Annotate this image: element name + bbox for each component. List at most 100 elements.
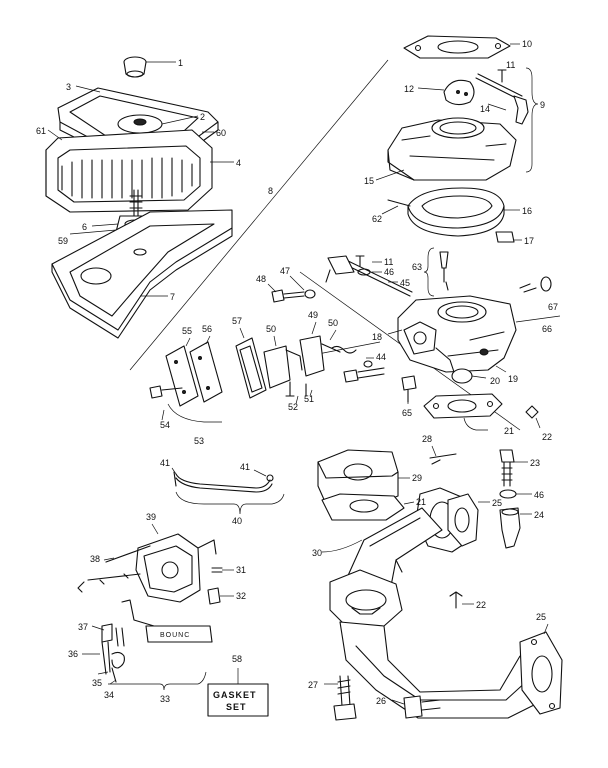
callout-58: 58 bbox=[232, 654, 242, 664]
callout-6: 6 bbox=[82, 222, 87, 232]
callout-37: 37 bbox=[78, 622, 88, 632]
mixture-screw-part bbox=[343, 357, 385, 383]
plug-part bbox=[391, 695, 441, 719]
callout-21-top: 21 bbox=[504, 426, 514, 436]
callout-25-lower: 25 bbox=[536, 612, 546, 622]
callout-66: 66 bbox=[542, 324, 552, 334]
carburetor-top-assembly bbox=[375, 35, 539, 181]
callout-35: 35 bbox=[92, 678, 102, 688]
callout-67: 67 bbox=[548, 302, 558, 312]
callout-44: 44 bbox=[376, 352, 386, 362]
callout-38: 38 bbox=[90, 554, 100, 564]
callout-61: 61 bbox=[36, 126, 46, 136]
gasket-set-sublabel: SET bbox=[226, 702, 247, 712]
callout-1: 1 bbox=[178, 58, 183, 68]
callout-46-right: 46 bbox=[534, 490, 544, 500]
lower-bolt-part bbox=[324, 675, 357, 721]
callout-22-top: 22 bbox=[542, 432, 552, 442]
callout-9: 9 bbox=[540, 100, 545, 110]
callout-14: 14 bbox=[480, 104, 490, 114]
callout-46-mid: 46 bbox=[384, 267, 394, 277]
callout-16: 16 bbox=[522, 206, 532, 216]
gasket-set-label: GASKET bbox=[213, 690, 257, 700]
callout-33: 33 bbox=[160, 694, 170, 704]
callout-12: 12 bbox=[404, 84, 414, 94]
top-gasket-part bbox=[403, 35, 511, 59]
choke-shaft-part bbox=[475, 73, 529, 125]
governor-rod-part bbox=[171, 467, 285, 515]
callout-22-low: 22 bbox=[476, 600, 486, 610]
governor-plates-group bbox=[149, 321, 381, 423]
air-cleaner-base-part bbox=[51, 209, 233, 339]
spring-clip-part bbox=[515, 276, 561, 323]
callout-41-left: 41 bbox=[160, 458, 170, 468]
callout-29: 29 bbox=[412, 473, 422, 483]
callout-3: 3 bbox=[66, 82, 71, 92]
callout-28: 28 bbox=[422, 434, 432, 444]
callout-27: 27 bbox=[308, 680, 318, 690]
callout-labels: 1 3 2 61 60 4 8 6 59 7 10 11 12 14 9 15 … bbox=[36, 39, 558, 712]
callout-56: 56 bbox=[202, 324, 212, 334]
callout-10: 10 bbox=[522, 39, 532, 49]
callout-50-left: 50 bbox=[266, 324, 276, 334]
governor-linkage-group bbox=[77, 523, 234, 691]
callout-34: 34 bbox=[104, 690, 114, 700]
callout-45: 45 bbox=[400, 278, 410, 288]
callout-15: 15 bbox=[364, 176, 374, 186]
callout-39: 39 bbox=[146, 512, 156, 522]
callout-20: 20 bbox=[490, 376, 500, 386]
throttle-shaft-group bbox=[325, 247, 449, 297]
callout-55: 55 bbox=[182, 326, 192, 336]
float-assembly bbox=[381, 187, 522, 243]
intake-manifold-part bbox=[321, 487, 563, 719]
callout-59: 59 bbox=[58, 236, 68, 246]
callout-8: 8 bbox=[268, 186, 273, 196]
wing-nut-part bbox=[123, 56, 147, 78]
callout-25-upper: 25 bbox=[492, 498, 502, 508]
callout-41-right: 41 bbox=[240, 462, 250, 472]
callout-17: 17 bbox=[524, 236, 534, 246]
carb-base-gasket-part bbox=[423, 393, 541, 431]
air-cleaner-assembly bbox=[45, 56, 234, 339]
callout-50-right: 50 bbox=[328, 318, 338, 328]
callout-24: 24 bbox=[534, 510, 544, 520]
callout-2: 2 bbox=[200, 112, 205, 122]
callout-21-mid: 21 bbox=[416, 497, 426, 507]
callout-30: 30 bbox=[312, 548, 322, 558]
callout-11-mid: 11 bbox=[384, 257, 393, 267]
callout-19: 19 bbox=[508, 374, 518, 384]
callout-52: 52 bbox=[288, 402, 298, 412]
callout-40: 40 bbox=[232, 516, 242, 526]
callout-48: 48 bbox=[256, 274, 266, 284]
governor-block-stamp: BOUNC bbox=[160, 632, 190, 639]
callout-4: 4 bbox=[236, 158, 241, 168]
manifold-bolt-part bbox=[499, 449, 532, 549]
callout-18: 18 bbox=[372, 332, 382, 342]
manifold-gasket-part bbox=[447, 493, 490, 547]
carburetor-body-part bbox=[387, 295, 517, 384]
callout-49: 49 bbox=[308, 310, 318, 320]
small-pin-part bbox=[429, 453, 457, 465]
spacer-block-part bbox=[317, 449, 415, 521]
idle-screw-part bbox=[267, 275, 316, 303]
callout-60: 60 bbox=[216, 128, 226, 138]
callout-54: 54 bbox=[160, 420, 170, 430]
callout-51: 51 bbox=[304, 394, 314, 404]
callout-26: 26 bbox=[376, 696, 386, 706]
callout-11-top: 11 bbox=[506, 60, 515, 70]
callout-62: 62 bbox=[372, 214, 382, 224]
filter-element-part bbox=[45, 129, 213, 213]
callout-57: 57 bbox=[232, 316, 242, 326]
gasket-set-box bbox=[207, 668, 269, 717]
callout-47: 47 bbox=[280, 266, 290, 276]
callout-31: 31 bbox=[236, 565, 246, 575]
callout-36: 36 bbox=[68, 649, 78, 659]
air-horn-body-part bbox=[387, 117, 517, 181]
callout-53: 53 bbox=[194, 436, 204, 446]
callout-65: 65 bbox=[402, 408, 412, 418]
fastener-part bbox=[401, 375, 417, 404]
callout-32: 32 bbox=[236, 591, 246, 601]
fitting-part bbox=[449, 591, 474, 609]
section-divider-line bbox=[129, 59, 389, 371]
